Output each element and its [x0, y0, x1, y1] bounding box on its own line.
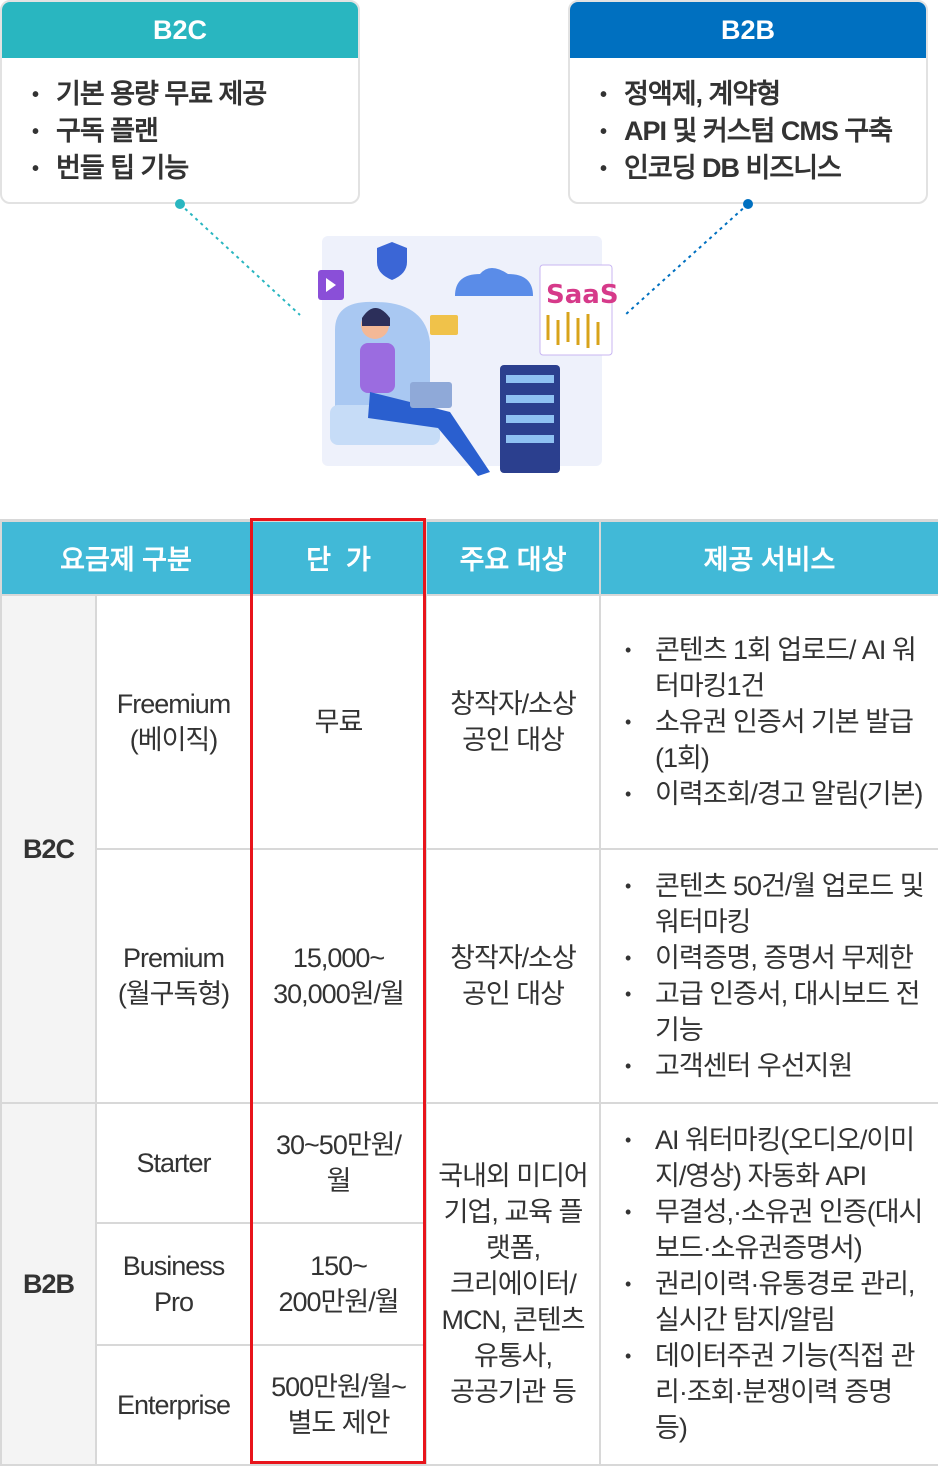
header-plan-type: 요금제 구분 [0, 519, 253, 596]
b2b-card: B2B 정액제, 계약형 API 및 커스텀 CMS 구축 인코딩 DB 비즈니… [568, 0, 928, 204]
service-item: 고급 인증서, 대시보드 전 기능 [625, 976, 930, 1048]
b2b-target: 국내외 미디어 기업, 교육 플 랫폼, 크리에이터/ MCN, 콘텐츠 유통사… [425, 1101, 602, 1466]
service-item: 무결성,·소유권 인증(대시보드·소유권증명서) [625, 1194, 930, 1266]
table-row: Business Pro 150~ 200만원/월 [1, 1221, 938, 1346]
plan-target: 창작자/소상 공인 대상 [425, 847, 602, 1104]
service-item: 이력증명, 증명서 무제한 [625, 940, 930, 976]
service-item: 콘텐츠 1회 업로드/ AI 워터마킹1건 [625, 632, 930, 704]
plan-price: 30~50만원/ 월 [250, 1101, 428, 1224]
laptop-icon [410, 382, 452, 408]
b2b-card-title: B2B [570, 2, 926, 58]
b2b-item: 인코딩 DB 비즈니스 [600, 150, 926, 187]
b2c-card-title: B2C [2, 2, 358, 58]
b2b-item: API 및 커스텀 CMS 구축 [600, 113, 926, 150]
saas-panel [539, 264, 613, 356]
group-b2b: B2B [0, 1101, 97, 1466]
b2c-item: 구독 플랜 [32, 113, 358, 150]
table-header-row: 요금제 구분 단 가 주요 대상 제공 서비스 [0, 519, 938, 596]
header-target: 주요 대상 [425, 519, 602, 596]
service-item: AI 워터마킹(오디오/이미지/영상) 자동화 API [625, 1122, 930, 1194]
plan-name: Starter [94, 1101, 253, 1224]
b2c-connector [179, 203, 301, 316]
b2c-item: 기본 용량 무료 제공 [32, 76, 358, 113]
b2b-services: AI 워터마킹(오디오/이미지/영상) 자동화 API 무결성,·소유권 인증(… [599, 1101, 938, 1466]
plan-price: 무료 [250, 593, 428, 850]
table-row: B2B Starter 30~50만원/ 월 국내외 미디어 기업, 교육 플 … [0, 1101, 938, 1466]
service-item: 권리이력·유통경로 관리, 실시간 탐지/알림 [625, 1266, 930, 1338]
shield-icon [377, 242, 407, 280]
folder-icon [430, 315, 458, 335]
header-services: 제공 서비스 [599, 519, 938, 596]
plan-services: 콘텐츠 1회 업로드/ AI 워터마킹1건 소유권 인증서 기본 발급(1회) … [599, 593, 938, 850]
saas-label: SaaS [546, 280, 619, 310]
service-item: 소유권 인증서 기본 발급(1회) [625, 704, 930, 776]
group-b2c: B2C [0, 593, 97, 1104]
pricing-table: 요금제 구분 단 가 주요 대상 제공 서비스 B2C Freemium (베이… [0, 519, 938, 1466]
plan-target: 창작자/소상 공인 대상 [425, 593, 602, 850]
cloud-icon [455, 268, 533, 296]
table-row: Premium (월구독형) 15,000~ 30,000원/월 창작자/소상 … [1, 847, 938, 1104]
service-item: 데이터주권 기능(직접 관리·조회·분쟁이력 증명 등) [625, 1338, 930, 1446]
service-item: 콘텐츠 50건/월 업로드 및 워터마킹 [625, 868, 930, 940]
b2c-card: B2C 기본 용량 무료 제공 구독 플랜 번들 팁 기능 [0, 0, 360, 204]
header-price: 단 가 [250, 519, 428, 596]
plan-name: Business Pro [94, 1221, 253, 1346]
plan-services: 콘텐츠 50건/월 업로드 및 워터마킹 이력증명, 증명서 무제한 고급 인증… [599, 847, 938, 1104]
b2b-item: 정액제, 계약형 [600, 76, 926, 113]
saas-illustration: SaaS [175, 199, 753, 476]
service-item: 이력조회/경고 알림(기본) [625, 776, 930, 812]
plan-price: 15,000~ 30,000원/월 [250, 847, 428, 1104]
table-row: B2C Freemium (베이직) 무료 창작자/소상 공인 대상 콘텐츠 1… [0, 593, 938, 1104]
plan-price: 150~ 200만원/월 [250, 1221, 428, 1346]
plan-name: Enterprise [94, 1343, 253, 1466]
plan-name: Freemium (베이직) [94, 593, 253, 850]
b2c-item: 번들 팁 기능 [32, 150, 358, 187]
plan-price: 500만원/월~ 별도 제안 [250, 1343, 428, 1466]
service-item: 고객센터 우선지원 [625, 1048, 930, 1084]
plan-name: Premium (월구독형) [94, 847, 253, 1104]
b2b-connector [624, 203, 749, 316]
